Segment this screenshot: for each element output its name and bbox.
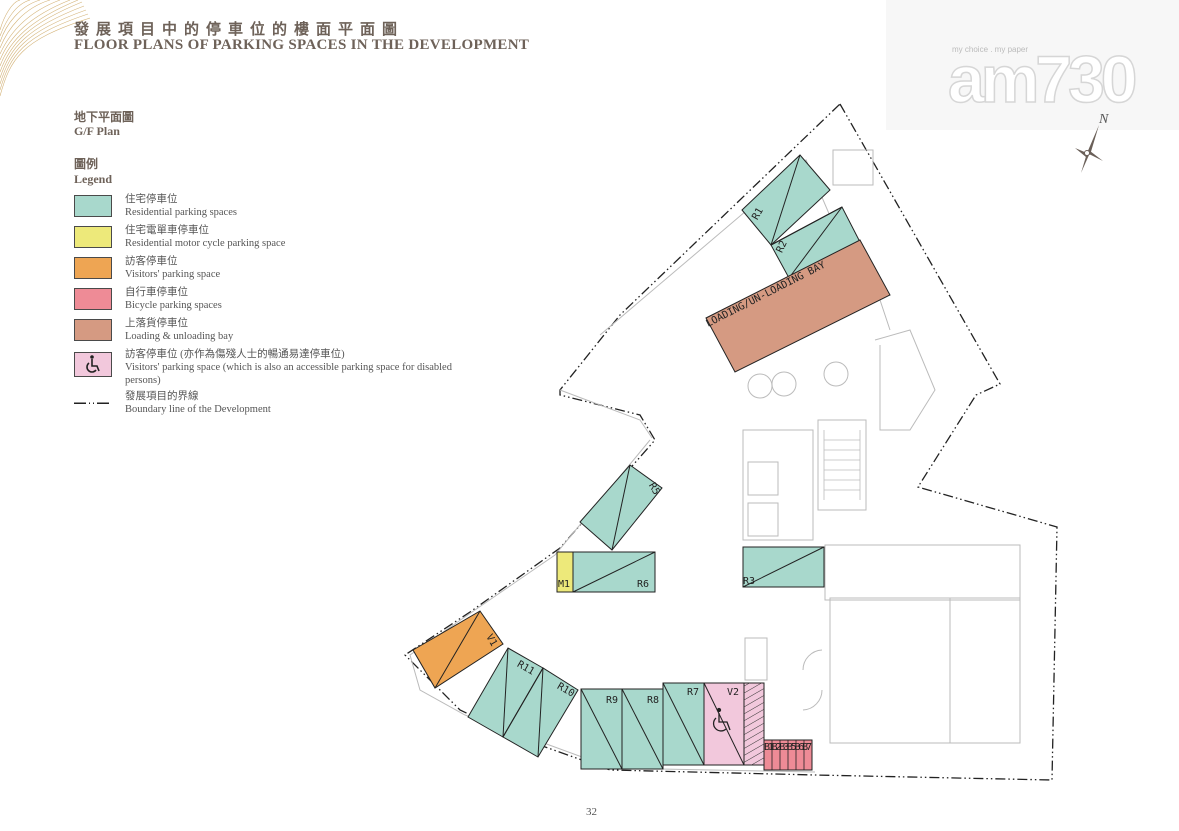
svg-text:R2: R2 [775,239,790,255]
parking-space-R3: R3 [742,546,825,588]
parking-space-R8: R8 [621,688,664,770]
legend-cn: 上落貨停車位 [125,318,188,329]
visitor-space-V1: V1 [412,610,504,689]
svg-text:V2: V2 [727,687,739,698]
motorcycle-space-M1: M1 [556,551,574,593]
legend-cn: 自行車停車位 [125,287,188,298]
development-boundary [403,103,1058,781]
legend-title-cn: 圖例 [74,157,99,171]
legend: 住宅停車位 Residential parking spaces 住宅電單車停車位… [74,193,474,421]
bicycle-spaces: B1B2B3B5B6B7 [763,739,813,771]
am730-watermark: my choice . my paper am730 [886,0,1179,130]
legend-en: Boundary line of the Development [125,404,271,415]
parking-space-R9: R9 [580,688,623,770]
page-title-cn: 發展項目中的停車位的樓面平面圖 [74,22,405,38]
legend-item-bicycle: 自行車停車位 Bicycle parking spaces [74,286,474,317]
bicycle-swatch [74,288,112,310]
legend-en: Visitors' parking space (which is also a… [125,362,452,386]
legend-en: Residential parking spaces [125,207,237,218]
legend-cn: 訪客停車位 [125,256,178,267]
plan-name-en: G/F Plan [74,124,120,138]
watermark-tagline: my choice . my paper [952,45,1028,54]
parking-space-R7: R7 [662,682,705,766]
wheelchair-icon [86,355,100,373]
visitors-swatch [74,257,112,279]
svg-text:M1: M1 [558,579,570,590]
parking-space-R11: R11 [467,647,544,738]
parking-space-R5: R5 [579,464,663,551]
watermark-brand: am730 [948,42,1135,116]
boundary-line-icon [74,402,112,404]
loading-swatch [74,319,112,341]
svg-text:R5: R5 [646,481,662,497]
svg-text:V1: V1 [483,633,499,649]
compass-north-label: N [1098,112,1109,127]
legend-cn: 住宅停車位 [125,194,178,205]
decorative-gold-lines [0,0,90,97]
legend-title-en: Legend [74,172,113,186]
legend-item-visitors: 訪客停車位 Visitors' parking space [74,255,474,286]
svg-text:R9: R9 [606,695,618,706]
parking-space-R6: R6 [572,551,656,593]
legend-item-accessible: 訪客停車位 (亦作為傷殘人士的暢通易達停車位) Visitors' parking… [74,348,474,390]
svg-text:R7: R7 [687,687,699,698]
legend-cn: 住宅電單車停車位 [125,225,209,236]
legend-en: Loading & unloading bay [125,331,234,342]
svg-text:R8: R8 [647,695,659,706]
north-arrow-icon: N [1075,112,1109,173]
legend-en: Visitors' parking space [125,269,221,280]
parking-space-R1: R1 [741,154,831,246]
legend-en: Residential motor cycle parking space [125,238,286,249]
legend-item-motorcycle: 住宅電單車停車位 Residential motor cycle parking … [74,224,474,255]
wheelchair-icon [712,707,731,732]
legend-item-residential: 住宅停車位 Residential parking spaces [74,193,474,224]
page-number: 32 [586,806,597,818]
accessible-visitor-space-V2: V2 [703,682,745,766]
legend-item-boundary: 發展項目的界線 Boundary line of the Development [74,390,474,421]
page-title-en: FLOOR PLANS OF PARKING SPACES IN THE DEV… [74,37,530,53]
plan-name-cn: 地下平面圖 [74,110,135,124]
legend-en: Bicycle parking spaces [125,300,222,311]
parking-space-R10: R10 [502,667,579,758]
motorcycle-swatch [74,226,112,248]
staircase [823,430,861,500]
legend-cn: 訪客停車位 (亦作為傷殘人士的暢通易達停車位) [125,349,345,360]
accessible-swatch [74,352,112,377]
svg-text:R6: R6 [637,579,649,590]
residential-swatch [74,195,112,217]
svg-text:R1: R1 [750,206,766,222]
svg-text:B1B2B3B5B6B7: B1B2B3B5B6B7 [764,742,812,753]
legend-item-loading: 上落貨停車位 Loading & unloading bay [74,317,474,348]
svg-text:R3: R3 [743,576,755,587]
legend-cn: 發展項目的界線 [125,391,199,402]
